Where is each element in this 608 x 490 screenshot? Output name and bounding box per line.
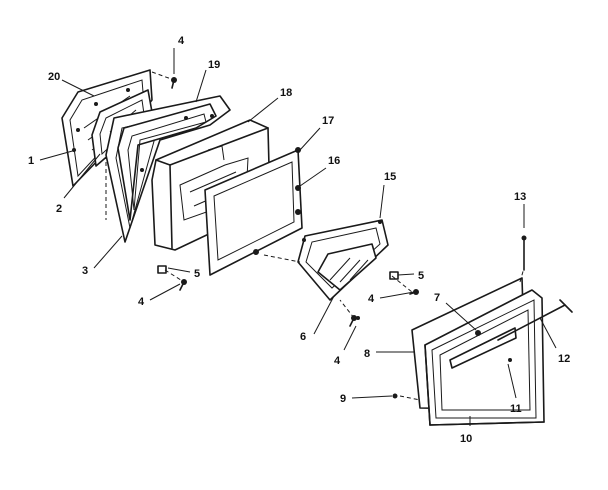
- callout-11: 11: [510, 403, 522, 415]
- part-9-screw: [392, 393, 398, 399]
- callout-4-left: 4: [138, 296, 145, 308]
- callout-4-top: 4: [178, 35, 185, 47]
- callout-5-right: 5: [418, 270, 424, 282]
- part-11-handle: [449, 327, 517, 369]
- callout-3: 3: [82, 265, 88, 277]
- callout-leaders: [39, 48, 557, 426]
- callout-labels: 1 2 3 4 4 4 4 5 5 6 7 8 9 10 11 12 13 15…: [28, 35, 570, 445]
- part-5-clip-left: [157, 265, 167, 274]
- callout-5-left: 5: [194, 268, 200, 280]
- callout-6: 6: [300, 331, 306, 343]
- callout-8: 8: [364, 348, 370, 360]
- callout-1: 1: [28, 155, 34, 167]
- callout-9: 9: [340, 393, 346, 405]
- callout-4-bottom: 4: [334, 355, 341, 367]
- callout-10: 10: [460, 433, 472, 445]
- part-17-inner-door-panel: [204, 147, 303, 276]
- part-5-clip-right: [389, 271, 399, 280]
- callout-17: 17: [322, 115, 334, 127]
- callout-4-right: 4: [368, 293, 375, 305]
- part-13-screw: [521, 235, 527, 271]
- callout-16: 16: [328, 155, 340, 167]
- callout-12: 12: [558, 353, 570, 365]
- callout-15: 15: [384, 171, 396, 183]
- part-19-gasket: [117, 103, 217, 221]
- callout-19: 19: [208, 59, 220, 71]
- callout-13: 13: [514, 191, 526, 203]
- part-4-screws: [171, 77, 419, 320]
- callout-2: 2: [56, 203, 62, 215]
- part-12-hinge-rod: [497, 299, 573, 341]
- callout-7: 7: [434, 292, 440, 304]
- assembly-guide-lines: [105, 71, 525, 401]
- part-7-marker: [475, 330, 481, 336]
- callout-18: 18: [280, 87, 292, 99]
- callout-20: 20: [48, 71, 60, 83]
- part-15-glass-frame: [297, 219, 389, 301]
